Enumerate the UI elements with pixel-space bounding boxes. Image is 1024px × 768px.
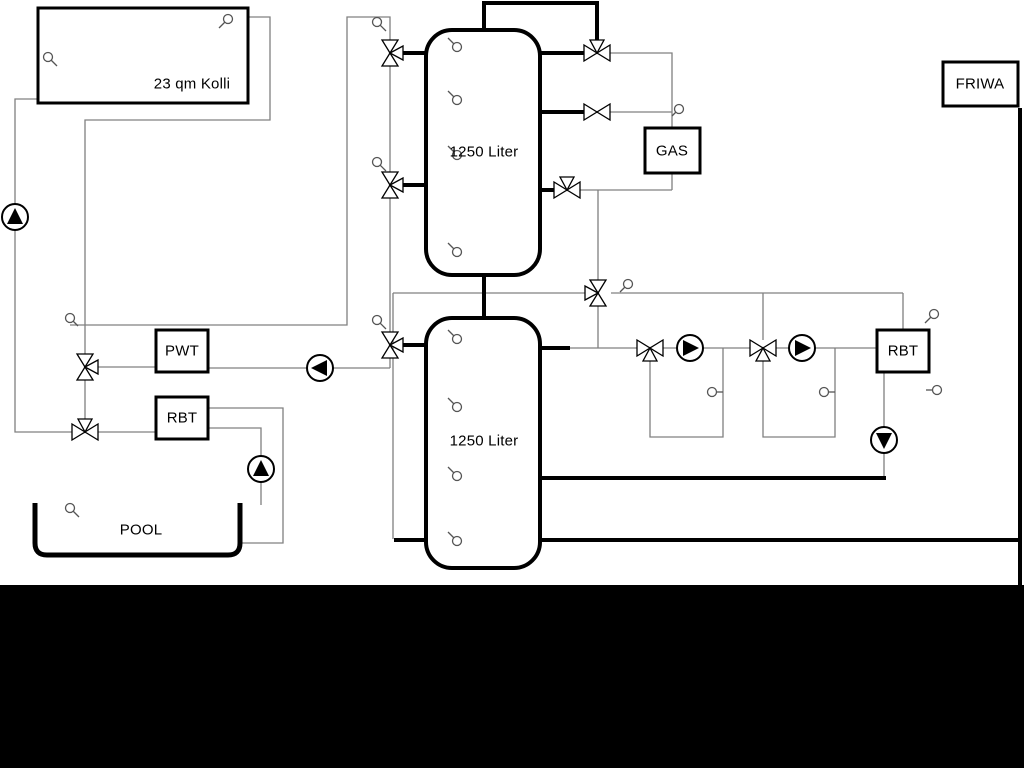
temperature-sensor-icon xyxy=(619,278,634,293)
solar-collector-label: 23 qm Kolli xyxy=(153,75,231,93)
temperature-sensor-icon xyxy=(64,502,80,518)
temperature-sensor-icon xyxy=(447,90,463,106)
pipe-collector-return xyxy=(14,98,72,433)
three-way-valve-icon xyxy=(380,171,404,199)
pipe-tank-top-header xyxy=(482,1,599,41)
three-way-valve-icon xyxy=(749,338,777,362)
temperature-sensor-icon xyxy=(706,386,723,398)
temperature-sensor-icon xyxy=(447,531,463,547)
valves xyxy=(71,39,777,442)
footer-black-bar xyxy=(0,585,1024,768)
pipe-tank-stubs xyxy=(394,51,1020,542)
pump-up-icon xyxy=(1,203,29,231)
temperature-sensor-icon xyxy=(926,384,943,396)
buffer-tank-top-label: 1250 Liter xyxy=(449,143,519,161)
temperature-sensor-icon xyxy=(447,37,463,53)
pipe-right-header xyxy=(611,292,904,340)
pwt-label: PWT xyxy=(165,342,199,360)
buffer-tank-bottom xyxy=(424,316,542,570)
three-way-valve-icon xyxy=(583,39,611,63)
buffer-tank-bottom-label: 1250 Liter xyxy=(449,432,519,450)
temperature-sensor-icon xyxy=(371,16,387,32)
three-way-valve-icon xyxy=(636,338,664,362)
pipe-collector-supply xyxy=(84,16,271,354)
temperature-sensor-icon xyxy=(42,51,58,67)
rbt-right-label: RBT xyxy=(887,342,919,360)
sensors xyxy=(42,13,943,547)
temperature-sensor-icon xyxy=(447,397,463,413)
pipe-network-black xyxy=(394,1,1022,585)
temperature-sensor-icon xyxy=(447,466,463,482)
rbt-left-label: RBT xyxy=(166,409,198,427)
three-way-valve-icon xyxy=(553,176,581,200)
pump-right-icon xyxy=(676,334,704,362)
three-way-valve-icon xyxy=(71,418,99,442)
temperature-sensor-icon xyxy=(371,314,387,330)
pump-down-icon xyxy=(870,426,898,454)
friwa-box xyxy=(941,60,1020,108)
temperature-sensor-icon xyxy=(447,329,463,345)
pump-left-icon xyxy=(306,354,334,382)
pipe-gas-connections xyxy=(580,52,673,191)
temperature-sensor-icon xyxy=(671,103,685,117)
gas-boiler-label: GAS xyxy=(655,142,689,160)
shutoff-valve-icon xyxy=(583,102,611,122)
temperature-sensor-icon xyxy=(371,156,387,172)
rbt-right-box xyxy=(875,328,931,374)
pump-up-icon xyxy=(247,455,275,483)
pump-right-icon xyxy=(788,334,816,362)
pwt-box xyxy=(154,328,210,374)
three-way-valve-icon xyxy=(75,353,99,381)
pool-label: POOL xyxy=(119,521,163,539)
three-way-valve-icon xyxy=(584,279,608,307)
three-way-valve-icon xyxy=(380,331,404,359)
temperature-sensor-icon xyxy=(447,242,463,258)
pool-basin xyxy=(32,503,243,558)
friwa-label: FRIWA xyxy=(955,75,1005,93)
temperature-sensor-icon xyxy=(818,386,835,398)
temperature-sensor-icon xyxy=(924,308,940,324)
buffer-tank-top xyxy=(424,28,542,277)
pipe-pwt-to-tanks xyxy=(70,16,391,369)
rbt-left-box xyxy=(154,395,210,441)
temperature-sensor-icon xyxy=(64,312,79,327)
three-way-valve-icon xyxy=(380,39,404,67)
solar-collector-box xyxy=(36,6,250,105)
temperature-sensor-icon xyxy=(218,13,234,29)
temperature-sensor-icon xyxy=(447,145,463,161)
pipe-network-gray xyxy=(14,16,904,544)
gas-boiler-box xyxy=(643,126,702,175)
pumps xyxy=(1,203,898,483)
